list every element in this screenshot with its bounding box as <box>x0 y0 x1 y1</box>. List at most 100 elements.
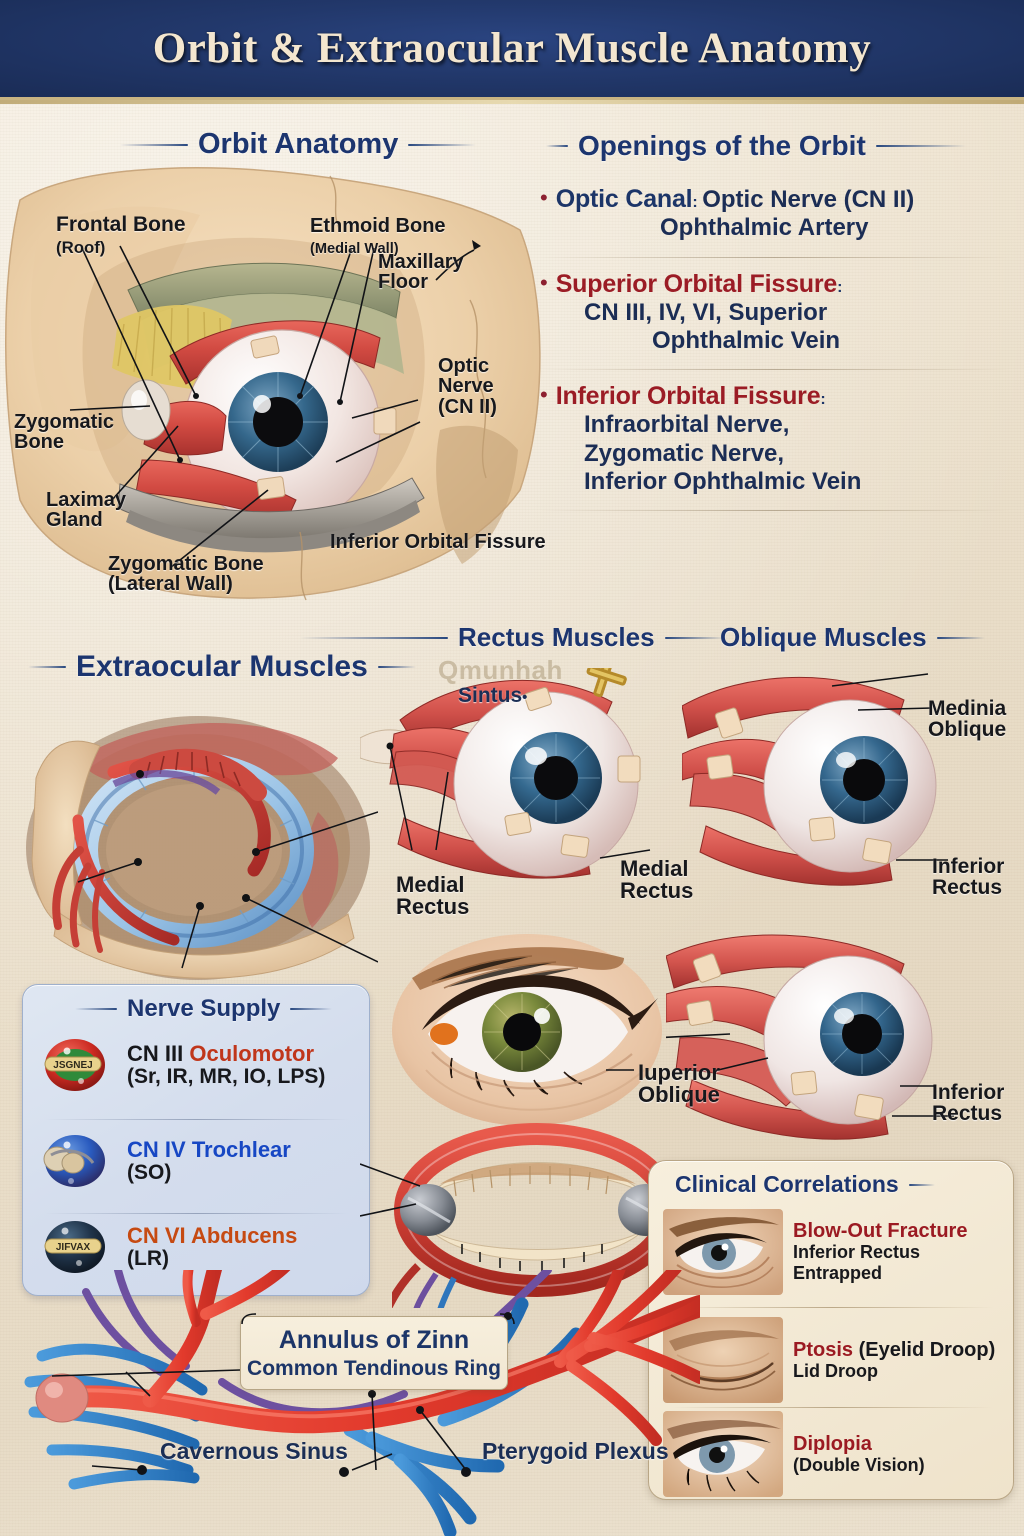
nerve-row-cn4: CN IV Trochlear (SO) <box>41 1133 291 1189</box>
cavernous-sinus-vessels-illustration <box>24 1270 700 1536</box>
rule-left <box>300 636 448 639</box>
opening-value: Zygomatic Nerve, <box>584 439 785 467</box>
nerve-supply-panel: Nerve Supply JSGNEJ CN <box>22 984 370 1296</box>
opening-item-optic-canal: • Optic Canal: Optic Nerve (CN II) Ophth… <box>540 185 1010 243</box>
label-frontal-bone: Frontal Bone (Roof) <box>56 193 186 257</box>
heading-nerve-supply: Nerve Supply <box>75 995 333 1023</box>
divider <box>540 256 1010 258</box>
label-inferior-rectus-top: Inferior Rectus <box>932 855 1005 900</box>
annulus-of-zinn-illustration <box>26 716 378 980</box>
oblique-label-leaders <box>606 1057 934 1087</box>
label-zygomatic-lateral-wall: Zygomatic Bone (Lateral Wall) <box>108 553 264 596</box>
title-plain: (Eyelid Droop) <box>853 1338 996 1361</box>
open-eye-illustration <box>392 934 662 1126</box>
label-ethmoid-bone: Ethmoid Bone (Medial Wall) <box>310 196 446 257</box>
heading-extraocular-muscles: Extraocular Muscles <box>28 650 416 684</box>
title-text: Diplopia <box>793 1432 872 1455</box>
oblique-muscles-illustration <box>682 673 948 886</box>
rule-left <box>546 145 568 147</box>
clinical-row-blowout: Blow-Out Fracture Inferior Rectus Entrap… <box>663 1209 1013 1295</box>
nerve-panel-leaders <box>360 1163 421 1217</box>
label-sinus: Sintus• <box>458 684 528 708</box>
ptosis-sub: Lid Droop <box>793 1360 878 1381</box>
heading-rectus-muscles: Rectus Muscles <box>300 622 725 653</box>
label-medinia-oblique: Medinia Oblique <box>928 697 1007 742</box>
label-superior-oblique: Iuperior Oblique <box>638 1060 720 1108</box>
label-sub: (Roof) <box>56 237 106 257</box>
heading-clinical-correlations: Clinical Correlations <box>675 1171 935 1198</box>
label-maxillary-floor: Maxillary Floor <box>378 251 464 294</box>
opening-value: Ophthalmic Vein <box>652 326 841 354</box>
opening-value: Infraorbital Nerve, <box>584 411 790 439</box>
rule-right <box>875 145 966 147</box>
heading-text: Rectus Muscles <box>458 622 655 652</box>
divider <box>540 510 1010 512</box>
heading-text: Nerve Supply <box>127 995 281 1022</box>
rule-right <box>290 1008 333 1010</box>
heading-text: Openings of the Orbit <box>578 130 866 161</box>
opening-term: Inferior Orbital Fissure <box>555 382 821 411</box>
svg-text:JSGNEJ: JSGNEJ <box>53 1060 92 1071</box>
label-text: Frontal Bone <box>56 213 186 237</box>
opening-term: Optic Canal <box>555 185 693 213</box>
rule-left <box>75 1008 117 1010</box>
clinical-row-ptosis: Ptosis (Eyelid Droop) Lid Droop <box>663 1317 995 1403</box>
divider <box>671 1407 993 1408</box>
label-text: Ethmoid Bone <box>310 215 446 238</box>
cn-number: CN VI <box>127 1222 186 1248</box>
annulus-box-brackets <box>241 1313 515 1325</box>
cn-number: CN IV <box>127 1136 186 1162</box>
bullet-icon: • <box>540 382 548 408</box>
heading-text: Oblique Muscles <box>720 622 927 652</box>
bullet-icon: • <box>540 185 548 210</box>
cn4-muscles: (SO) <box>127 1161 172 1184</box>
heading-text: Orbit Anatomy <box>198 128 399 160</box>
opening-item-inferior-orbital-fissure: • Inferior Orbital Fissure: Infraorbital… <box>540 382 1010 496</box>
svg-text:JIFVAX: JIFVAX <box>56 1242 91 1253</box>
blowout-sub: Inferior Rectus Entrapped <box>793 1242 921 1283</box>
cn3-muscles: (Sr, IR, MR, IO, LPS) <box>127 1065 326 1088</box>
annulus-title: Annulus of Zinn <box>278 1325 470 1354</box>
ghost-watermark-text: Qmunhah <box>438 655 563 685</box>
label-zygomatic-bone: Zygomatic Bone <box>14 411 115 454</box>
heading-oblique-muscles: Oblique Muscles <box>720 622 985 653</box>
label-cavernous-sinus: Cavernous Sinus <box>160 1438 348 1464</box>
label-sub: (Medial Wall) <box>310 240 399 257</box>
orbit-leader-lines <box>69 240 481 569</box>
opening-value: CN III, IV, VI, Superior <box>584 298 828 326</box>
divider <box>671 1307 993 1308</box>
orbit-anatomy-illustration <box>5 167 541 601</box>
cn6-title: CN VI Abducens <box>127 1224 297 1247</box>
cn-number: CN III <box>127 1040 184 1066</box>
bullet-icon: • <box>540 269 548 295</box>
cn3-title: CN III Oculomotor <box>127 1042 325 1065</box>
label-lacrimal-gland: Laximay Gland <box>46 489 127 532</box>
cn6-muscles: (LR) <box>127 1247 169 1270</box>
label-optic-nerve: Optic Nerve (CN II) <box>438 355 497 418</box>
cn-name: Trochlear <box>191 1136 291 1162</box>
cn4-title: CN IV Trochlear <box>127 1138 291 1161</box>
blowout-title: Blow-Out Fracture <box>793 1220 1013 1242</box>
opening-value: Optic Nerve (CN II) <box>702 186 915 213</box>
opening-item-superior-orbital-fissure: • Superior Orbital Fissure: CN III, IV, … <box>540 270 1010 356</box>
label-text: Sintus <box>458 684 523 708</box>
cn-name: Oculomotor <box>189 1040 315 1066</box>
rule-right <box>664 636 725 639</box>
opening-value: Ophthalmic Artery <box>660 214 869 242</box>
divider <box>45 1119 349 1120</box>
heading-text: Extraocular Muscles <box>76 650 368 683</box>
openings-of-orbit-list: • Optic Canal: Optic Nerve (CN II) Ophth… <box>540 185 1010 523</box>
clinical-correlations-panel: Clinical Correlations Blow-Out Fracture <box>648 1160 1014 1500</box>
diplopia-sub: (Double Vision) <box>793 1454 925 1475</box>
ptosis-title: Ptosis (Eyelid Droop) <box>793 1339 995 1361</box>
heading-text: Clinical Correlations <box>675 1171 899 1197</box>
cn3-badge-icon: JSGNEJ <box>41 1037 113 1093</box>
label-inferior-rectus-bottom: Inferior Rectus <box>932 1081 1005 1126</box>
poster-header: Orbit & Extraocular Muscle Anatomy <box>0 0 1024 104</box>
rule-left <box>120 143 188 146</box>
heading-openings: Openings of the Orbit <box>546 130 966 162</box>
label-pterygoid-plexus: Pterygoid Plexus <box>482 1438 669 1464</box>
annulus-of-zinn-callout: Annulus of Zinn Common Tendinous Ring <box>240 1316 508 1390</box>
heading-orbit-anatomy: Orbit Anatomy <box>120 128 477 161</box>
nerve-row-cn3: JSGNEJ CN III Oculomotor (Sr, IR, MR, IO… <box>41 1037 325 1093</box>
